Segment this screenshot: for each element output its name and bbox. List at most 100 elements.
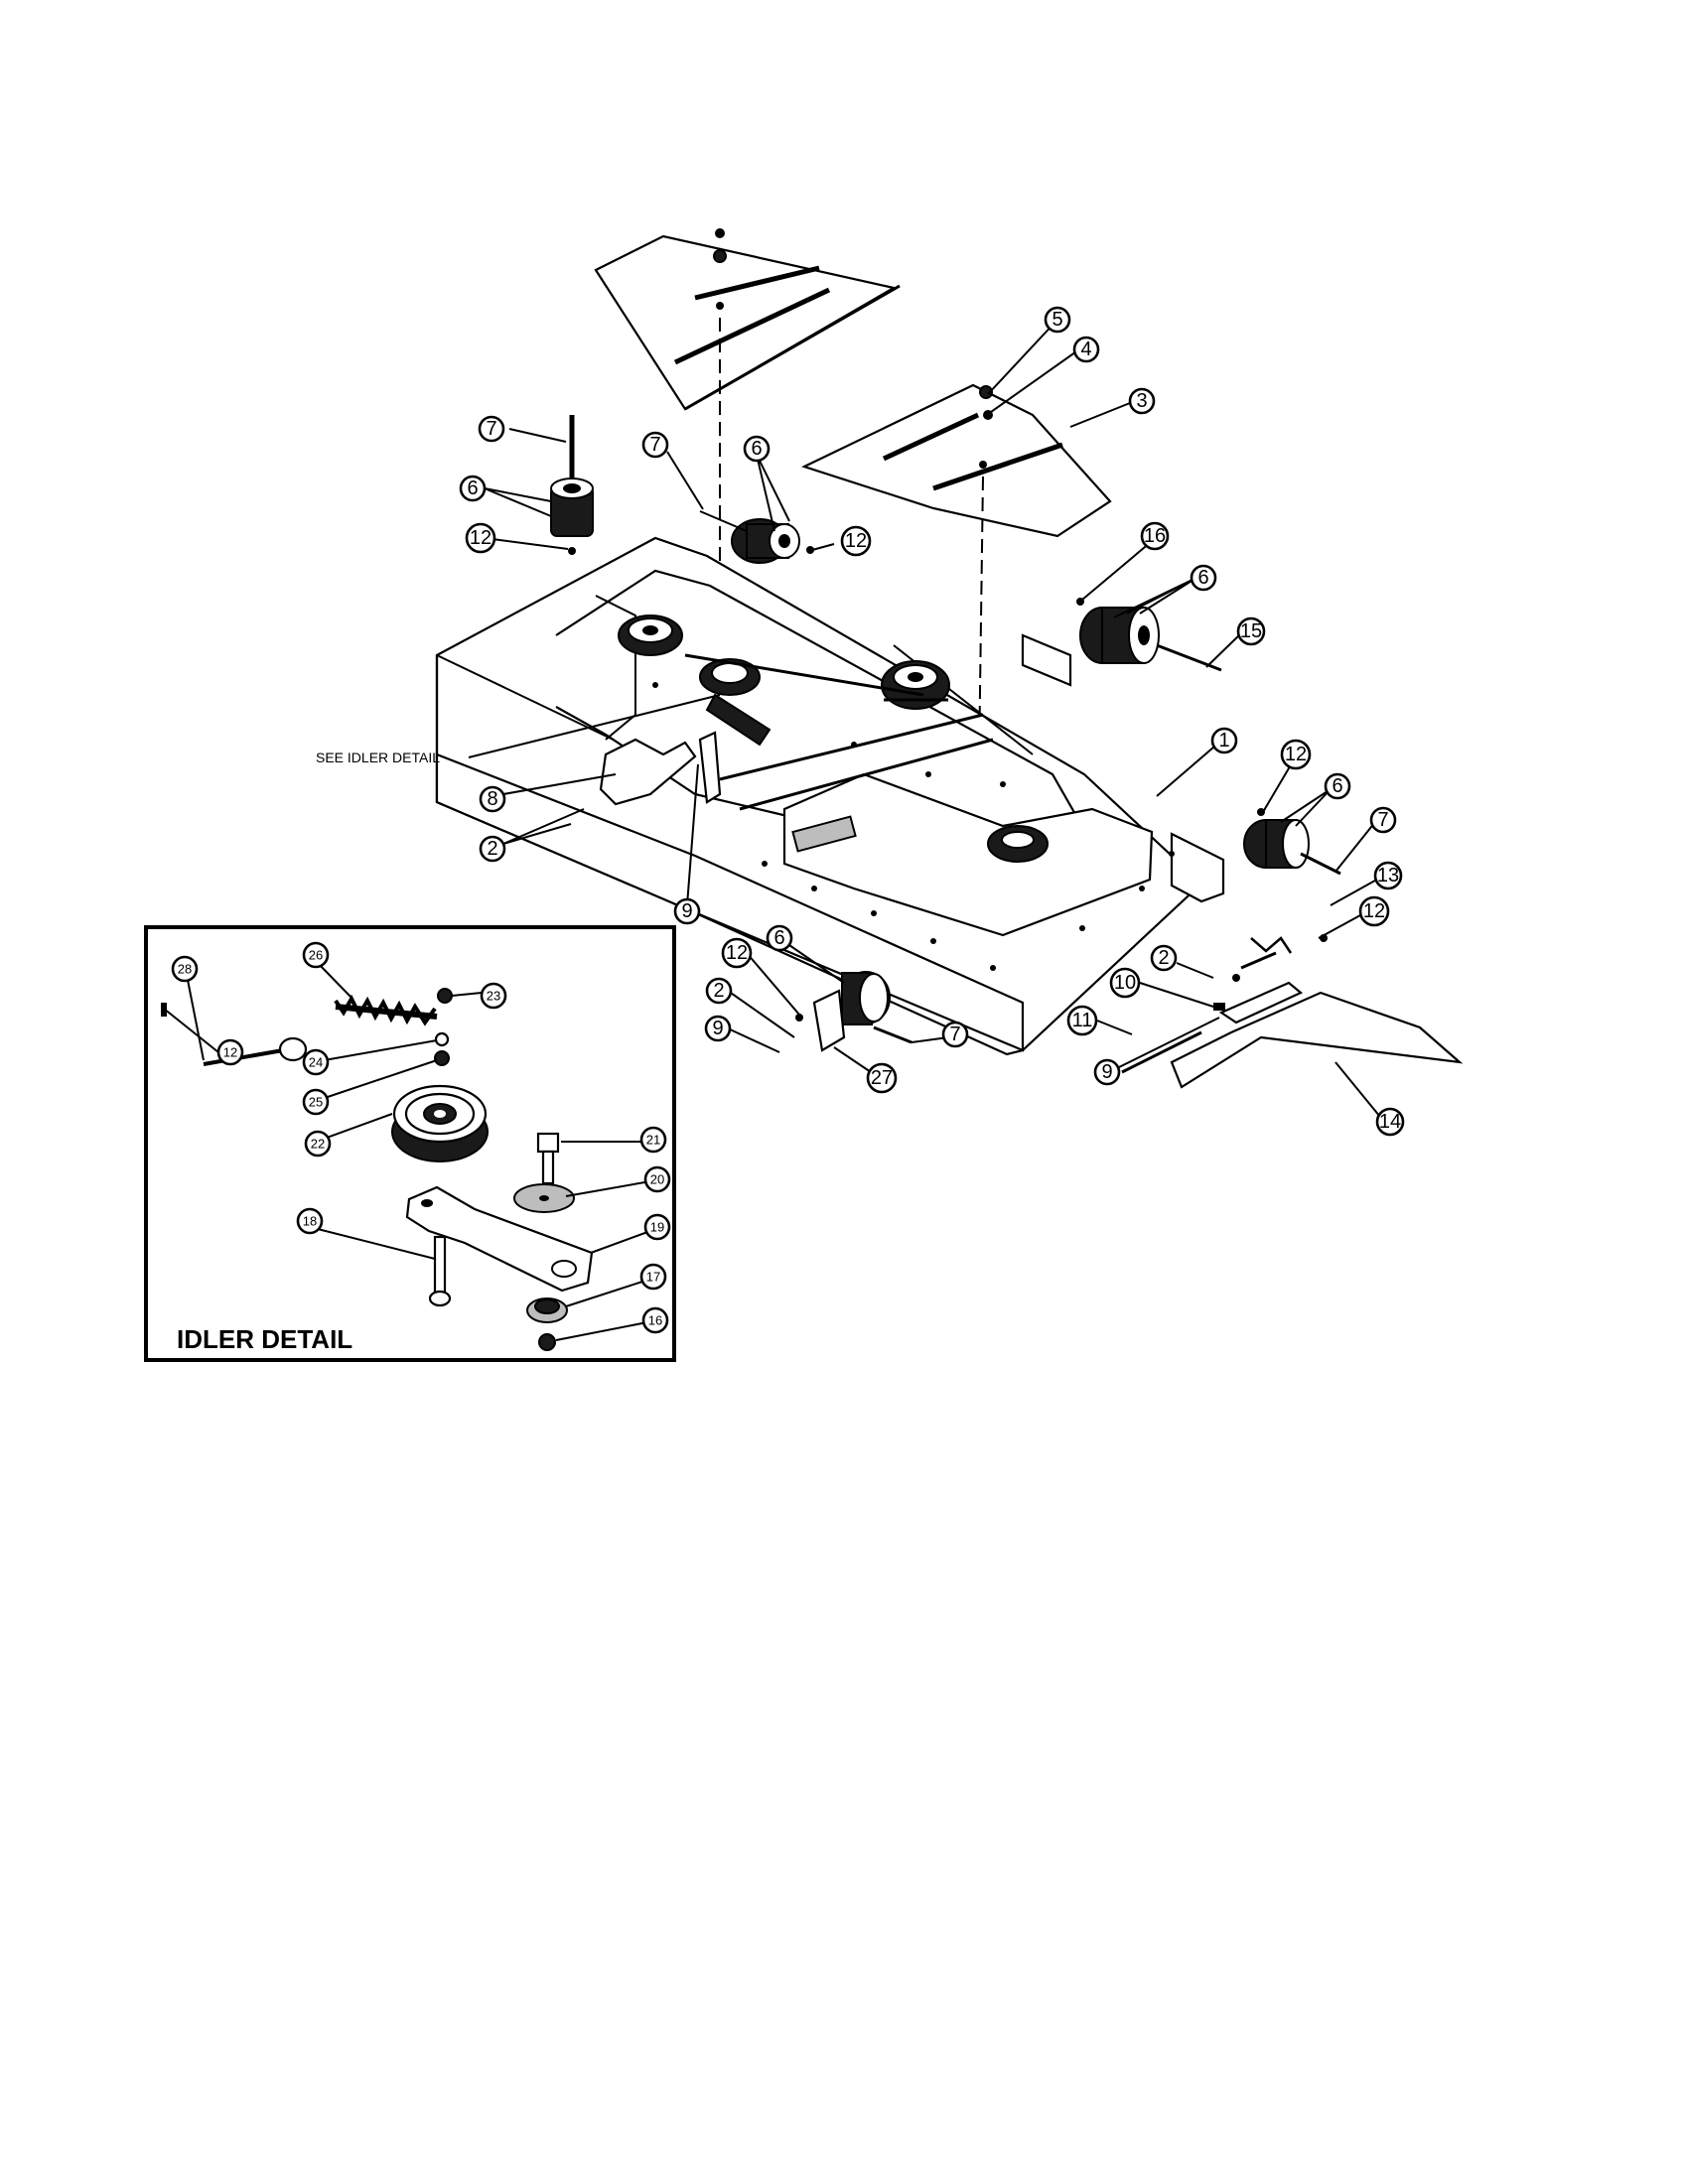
detail-callout-20: 20 — [643, 1165, 671, 1193]
svg-text:26: 26 — [309, 948, 323, 963]
callout-2a: 2 — [479, 835, 506, 863]
svg-text:9: 9 — [712, 1018, 723, 1039]
eyebolt — [203, 1036, 308, 1066]
svg-text:9: 9 — [681, 900, 692, 922]
svg-text:12: 12 — [1285, 744, 1307, 765]
svg-text:22: 22 — [311, 1137, 325, 1152]
right-spindle-pulley — [987, 825, 1049, 863]
svg-text:12: 12 — [223, 1045, 237, 1060]
svg-text:7: 7 — [1377, 809, 1388, 831]
nut-16 — [538, 1333, 556, 1351]
wheel-right-front — [1243, 808, 1341, 876]
wheel-left-front — [795, 971, 912, 1052]
bushing — [526, 1297, 568, 1323]
svg-text:13: 13 — [1377, 865, 1399, 887]
wheel-right-rear — [1076, 598, 1222, 672]
callout-12d: 12 — [1358, 895, 1390, 927]
detail-idler-pulley — [391, 1084, 489, 1162]
callout-8: 8 — [479, 785, 506, 813]
svg-text:6: 6 — [1332, 775, 1342, 797]
detail-callout-24: 24 — [302, 1048, 330, 1076]
svg-text:15: 15 — [1240, 620, 1262, 642]
nut-25 — [434, 1050, 450, 1066]
callout-7a: 7 — [478, 415, 505, 443]
svg-text:24: 24 — [309, 1055, 323, 1070]
callout-6c: 6 — [1190, 564, 1217, 592]
svg-text:9: 9 — [1101, 1061, 1112, 1083]
leader-lines — [468, 319, 1383, 1118]
callout-14: 14 — [1375, 1107, 1405, 1137]
callout-16: 16 — [1140, 521, 1170, 551]
svg-text:19: 19 — [650, 1220, 664, 1235]
svg-text:12: 12 — [470, 527, 491, 549]
idler-bracket — [599, 731, 722, 806]
svg-text:7: 7 — [649, 434, 660, 456]
detail-callout-16: 16 — [641, 1306, 669, 1334]
svg-text:11: 11 — [1072, 1010, 1093, 1031]
callout-3: 3 — [1128, 387, 1156, 415]
detail-callout-26: 26 — [302, 941, 330, 969]
svg-text:27: 27 — [871, 1067, 893, 1089]
callout-12c: 12 — [1280, 739, 1312, 770]
svg-text:12: 12 — [726, 942, 748, 964]
svg-text:17: 17 — [646, 1270, 660, 1285]
svg-text:6: 6 — [1197, 567, 1208, 589]
svg-text:1: 1 — [1218, 730, 1229, 751]
callout-9b: 9 — [1093, 1058, 1121, 1086]
nut-23 — [437, 988, 453, 1004]
callout-12a: 12 — [465, 522, 496, 554]
detail-bolt-21 — [536, 1132, 560, 1185]
callout-2c: 2 — [705, 977, 733, 1005]
svg-text:10: 10 — [1114, 972, 1136, 994]
callout-13: 13 — [1373, 861, 1403, 890]
svg-text:16: 16 — [1144, 525, 1166, 547]
svg-text:25: 25 — [309, 1095, 323, 1110]
idler-arm — [405, 1185, 594, 1293]
callout-12e: 12 — [721, 937, 753, 969]
detail-callout-19: 19 — [643, 1213, 671, 1241]
svg-text:5: 5 — [1052, 309, 1062, 331]
svg-text:21: 21 — [646, 1133, 660, 1148]
svg-text:6: 6 — [467, 478, 478, 499]
callout-12b: 12 — [840, 525, 872, 557]
svg-text:2: 2 — [487, 838, 497, 860]
idler-detail-panel: IDLER DETAIL — [144, 925, 676, 1362]
callout-6d: 6 — [1324, 772, 1351, 800]
svg-text:14: 14 — [1379, 1111, 1401, 1133]
callout-9c: 9 — [704, 1015, 732, 1042]
callout-6a: 6 — [459, 475, 487, 502]
svg-text:12: 12 — [1363, 900, 1385, 922]
callout-1: 1 — [1210, 727, 1238, 754]
callout-6e: 6 — [766, 924, 793, 952]
callout-4: 4 — [1072, 336, 1100, 363]
svg-text:8: 8 — [487, 788, 497, 810]
callout-15: 15 — [1236, 616, 1266, 646]
idler-detail-title: IDLER DETAIL — [177, 1324, 352, 1354]
svg-text:4: 4 — [1080, 339, 1091, 360]
svg-text:2: 2 — [713, 980, 724, 1002]
callout-27: 27 — [866, 1062, 898, 1094]
wheel-left-rear — [550, 415, 594, 555]
callout-10: 10 — [1109, 967, 1141, 999]
callout-2b: 2 — [1150, 944, 1178, 972]
detail-callout-22: 22 — [304, 1130, 332, 1158]
center-spindle-pulley — [881, 660, 950, 710]
callout-7b: 7 — [641, 431, 669, 459]
idler-pulley — [699, 658, 772, 747]
callout-6b: 6 — [743, 435, 771, 463]
detail-callout-18: 18 — [296, 1207, 324, 1235]
svg-text:12: 12 — [845, 530, 867, 552]
svg-text:16: 16 — [648, 1313, 662, 1328]
detail-bolt-18 — [428, 1235, 452, 1307]
svg-text:7: 7 — [486, 418, 496, 440]
wheel-center-rear — [699, 510, 814, 564]
see-idler-detail-label: SEE IDLER DETAIL — [316, 750, 440, 765]
callout-7c: 7 — [1369, 806, 1397, 834]
left-spindle-pulley — [618, 614, 683, 656]
detail-callout-23: 23 — [480, 982, 507, 1010]
callout-11: 11 — [1066, 1005, 1098, 1036]
detail-callout-17: 17 — [639, 1263, 667, 1291]
detail-callout-21: 21 — [639, 1126, 667, 1154]
washer-24 — [434, 1031, 450, 1047]
